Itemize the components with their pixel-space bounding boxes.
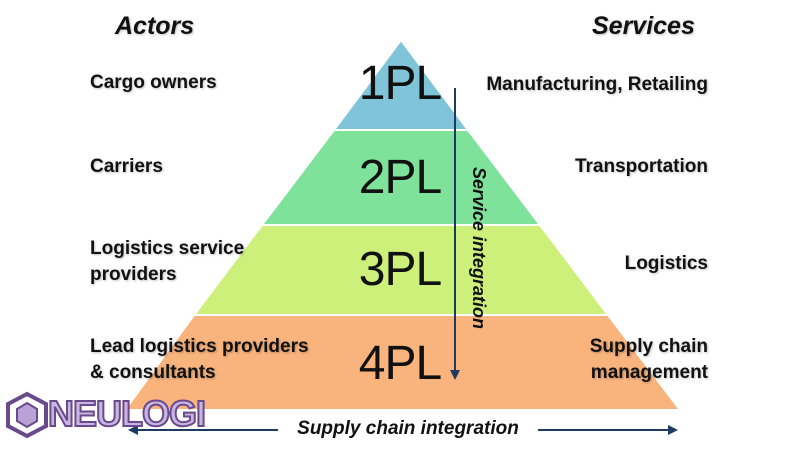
actor-label-3pl: Logistics service providers [90, 238, 245, 285]
service-integration-label: Service integration [469, 166, 489, 330]
service-label-4pl: Supply chain management [589, 336, 708, 383]
tier-code-1pl: 1PL [358, 57, 442, 110]
actors-header: Actors [115, 12, 195, 40]
supply-chain-integration-label: Supply chain integration [280, 418, 536, 440]
tier-code-4pl: 4PL [358, 337, 442, 390]
services-header: Services [592, 12, 695, 40]
actor-label-1pl: Cargo owners [90, 72, 217, 93]
tier-code-2pl: 2PL [358, 151, 442, 204]
actor-label-2pl: Carriers [90, 156, 163, 177]
service-label-2pl: Transportation [574, 156, 708, 177]
service-label-3pl: Logistics [624, 253, 708, 274]
hexagon-logo-icon [6, 391, 48, 439]
tier-code-3pl: 3PL [358, 243, 442, 296]
logo [6, 391, 48, 439]
pyramid-tier-4pl [123, 314, 683, 411]
logo-text: NEULOGI [47, 392, 207, 435]
actor-label-4pl: Lead logistics providers & consultants [90, 336, 309, 383]
service-label-1pl: Manufacturing, Retailing [486, 74, 708, 95]
